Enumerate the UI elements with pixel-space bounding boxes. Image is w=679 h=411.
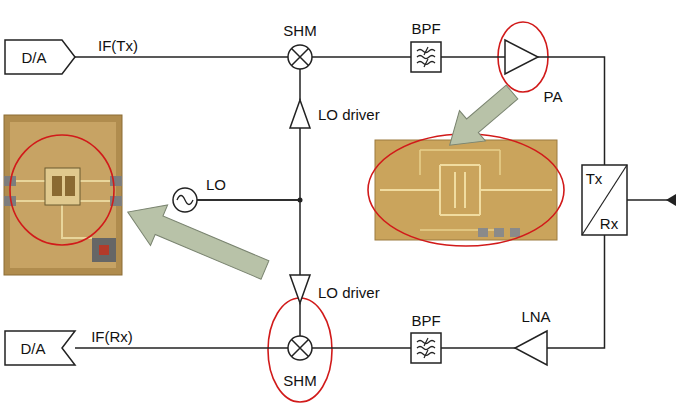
symbol-outline xyxy=(5,331,75,365)
node-shape xyxy=(411,42,441,72)
signal-wire xyxy=(197,200,300,275)
left-chip-photo xyxy=(4,115,122,275)
signal-wire xyxy=(547,235,605,348)
bandpass-filter: BPF xyxy=(411,42,441,72)
chip-pad xyxy=(510,228,520,237)
symbol-outline xyxy=(5,40,75,74)
symbol-outline xyxy=(290,100,310,128)
node-label: BPF xyxy=(411,313,440,328)
signal-wire xyxy=(75,56,288,58)
chip-trace xyxy=(380,165,552,215)
node-label: SHM xyxy=(283,23,316,38)
node-label: PA xyxy=(544,89,563,104)
chip-die xyxy=(4,115,122,275)
signal-wire xyxy=(312,347,411,349)
mixer-circle xyxy=(288,45,312,69)
node-label: D/A xyxy=(21,50,46,65)
node-shape xyxy=(290,100,310,128)
node-shape xyxy=(290,275,310,303)
chip-pad xyxy=(99,245,109,255)
filter-slash xyxy=(424,47,428,67)
node-label: Tx xyxy=(586,171,603,186)
node-label: LNA xyxy=(521,309,550,324)
mixer-cross xyxy=(292,49,309,66)
filter-slash xyxy=(424,338,428,358)
chip-die xyxy=(375,140,557,240)
node-shape xyxy=(515,331,547,365)
bandpass-filter: BPF xyxy=(411,333,441,363)
low-noise-amplifier: LNA xyxy=(515,331,547,365)
signal-wire xyxy=(441,347,515,349)
sine-wave xyxy=(177,196,193,205)
node-shape xyxy=(288,336,312,360)
node-label: Rx xyxy=(600,216,618,231)
mixer-cross xyxy=(292,340,309,357)
highlight-ellipse xyxy=(268,298,332,402)
node-label: LO driver xyxy=(318,107,380,122)
dac-box: D/A xyxy=(5,40,75,74)
chip-device xyxy=(52,176,62,196)
signal-name: IF(Tx) xyxy=(96,38,140,53)
duplexer-box xyxy=(582,165,627,235)
signal-wire xyxy=(299,69,301,100)
chip-pad xyxy=(110,176,122,186)
power-amplifier: PA xyxy=(505,40,538,74)
chip-core xyxy=(45,168,80,205)
oscillator-circle xyxy=(173,188,197,212)
node-shape xyxy=(173,188,197,212)
signal-wire xyxy=(299,303,301,336)
node-label: LO xyxy=(206,177,226,192)
filter-box xyxy=(411,333,441,363)
duplexer-diagonal xyxy=(582,165,627,235)
filter-wave xyxy=(417,56,435,59)
symbol-outline xyxy=(505,40,538,74)
signal-wire xyxy=(441,56,505,58)
signal-wire xyxy=(312,56,411,58)
mixer-circle xyxy=(288,336,312,360)
pa-chip-photo xyxy=(375,140,557,240)
node-label: SHM xyxy=(283,373,316,388)
symbol-outline xyxy=(515,331,547,365)
node-label: D/A xyxy=(20,341,45,356)
node-shape xyxy=(411,333,441,363)
filter-box xyxy=(411,42,441,72)
chip-surface xyxy=(10,122,116,268)
signal-wire xyxy=(197,128,300,200)
signal-wire xyxy=(538,57,605,165)
lo-driver: LO driver xyxy=(290,100,310,128)
highlight-ellipse xyxy=(368,134,564,246)
block-arrow xyxy=(119,192,273,291)
chip-pad xyxy=(478,228,488,237)
node-label: LO driver xyxy=(318,285,380,300)
chip-trace xyxy=(420,150,500,230)
duplexer: TxRx xyxy=(582,165,627,235)
highlight-ellipse xyxy=(10,135,114,245)
lo-driver: LO driver xyxy=(290,275,310,303)
dac-box: D/A xyxy=(5,331,75,365)
symbol-outline xyxy=(290,275,310,303)
signal-wire xyxy=(75,347,288,349)
mixer: SHM xyxy=(288,336,312,360)
block-arrow xyxy=(437,77,525,161)
node-label: BPF xyxy=(411,21,440,36)
chip-pad xyxy=(494,228,504,237)
chip-device xyxy=(65,176,75,196)
oscillator: LO xyxy=(173,188,197,212)
node-shape xyxy=(288,45,312,69)
mixer: SHM xyxy=(288,45,312,69)
antenna-arrowhead xyxy=(666,194,676,206)
node-shape xyxy=(505,40,538,74)
chip-pad xyxy=(92,238,116,262)
filter-wave xyxy=(417,347,435,350)
signal-name: IF(Rx) xyxy=(89,329,135,344)
